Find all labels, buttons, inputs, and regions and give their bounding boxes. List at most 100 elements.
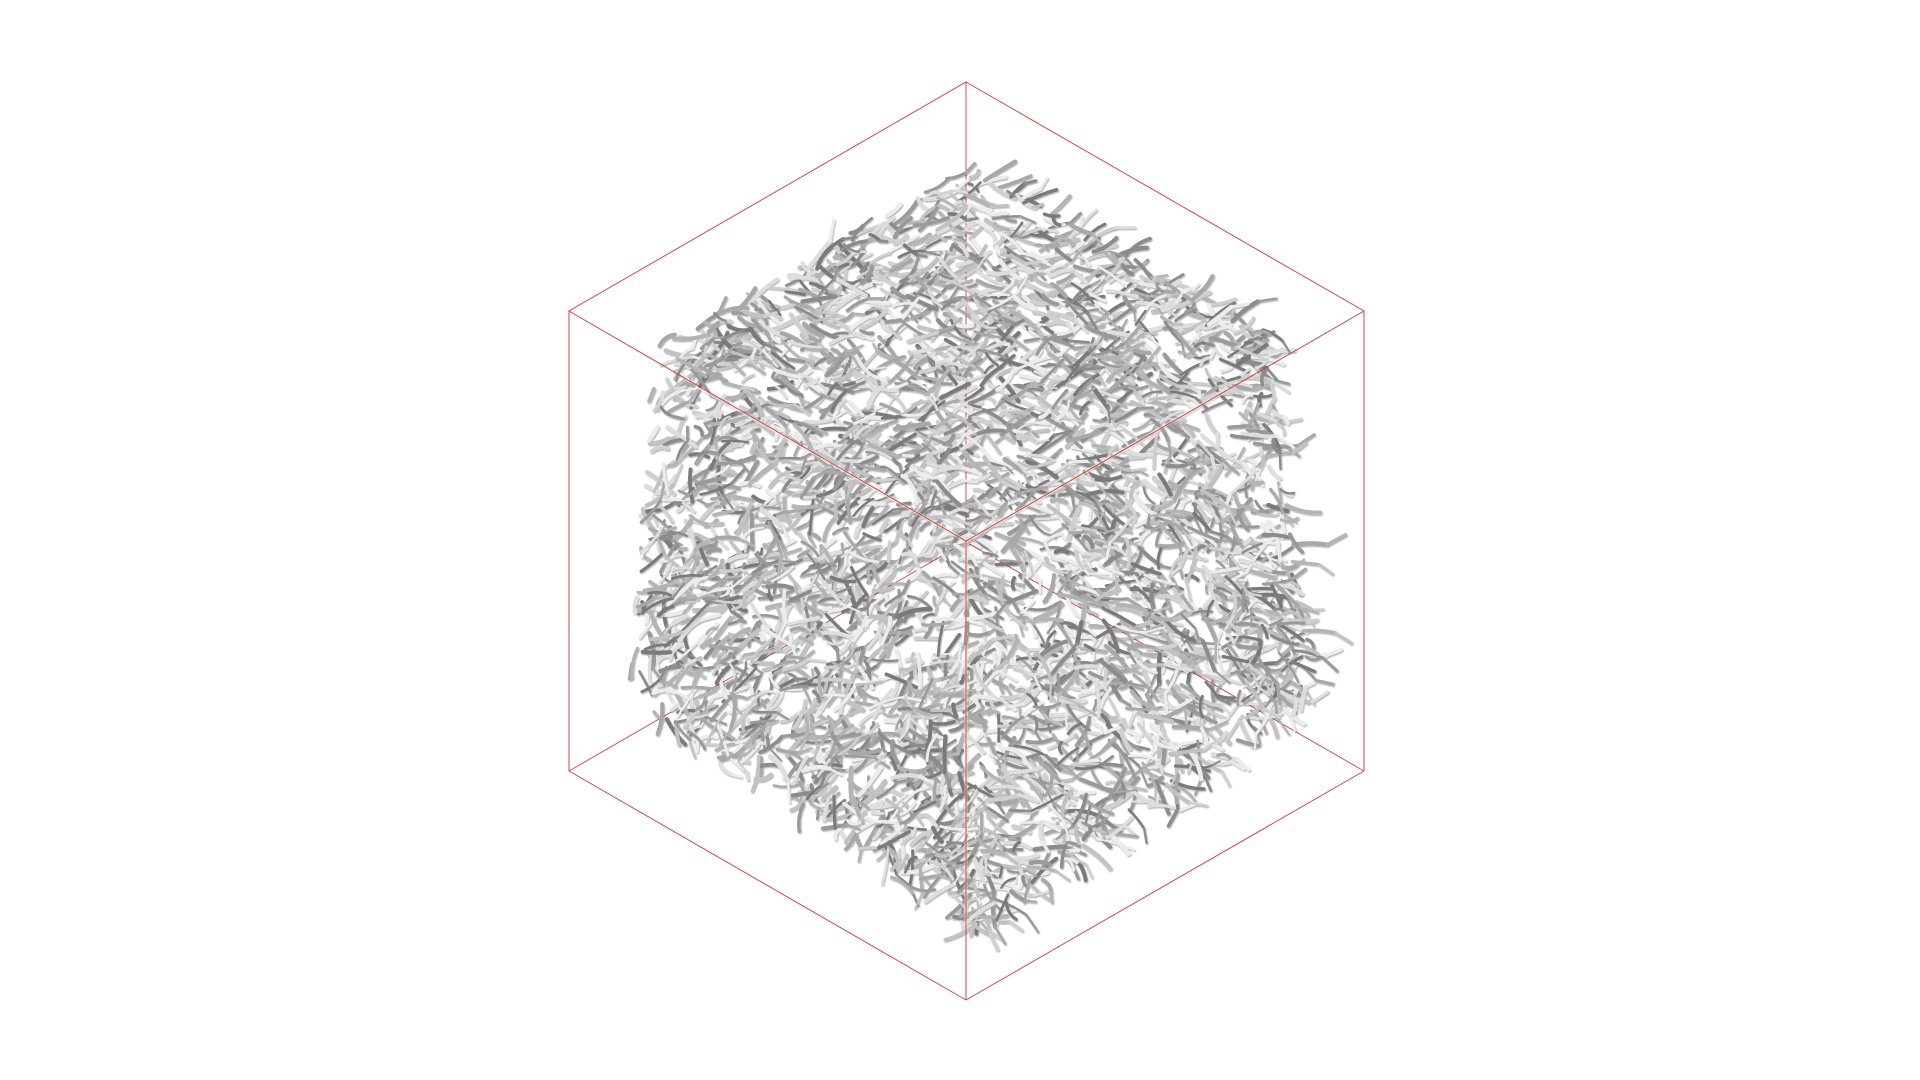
lattice-strand <box>639 498 662 524</box>
lattice-strand <box>930 542 968 548</box>
lattice-strand <box>1094 682 1101 719</box>
lattice-strand <box>1227 424 1257 429</box>
lattice-strand <box>676 693 694 718</box>
lattice-strand <box>1236 509 1250 532</box>
lattice-strand <box>1209 454 1217 470</box>
lattice-strand <box>918 873 942 881</box>
lattice-strand <box>765 285 800 292</box>
lattice-strand <box>962 208 994 232</box>
lattice-strand <box>749 719 776 725</box>
lattice-strand <box>647 631 657 671</box>
lattice-strand <box>670 414 685 421</box>
lattice-strand <box>884 797 904 813</box>
lattice-strand <box>1221 638 1243 650</box>
lattice-strand <box>691 668 703 690</box>
lattice-strand <box>1126 331 1147 345</box>
lattice-strand <box>931 719 956 726</box>
lattice-strand <box>1296 433 1316 447</box>
lattice-strand <box>761 625 796 649</box>
lattice-strand <box>1248 480 1265 486</box>
lattice-strand <box>712 509 735 517</box>
lattice-strand <box>1258 512 1277 517</box>
lattice-strand <box>971 664 993 697</box>
lattice-strand <box>985 872 997 894</box>
lattice-strand <box>1070 349 1092 370</box>
lattice-strand <box>1289 567 1307 582</box>
lattice-strand <box>1165 462 1191 469</box>
lattice-strand <box>949 846 960 855</box>
lattice-strand <box>832 462 851 492</box>
lattice-strand <box>941 433 956 446</box>
lattice-strand <box>943 329 980 346</box>
lattice-strand <box>733 494 755 502</box>
lattice-strand <box>1236 374 1275 384</box>
lattice-strand <box>1196 505 1209 523</box>
lattice-strand <box>1028 453 1056 462</box>
lattice-strand <box>811 689 822 704</box>
lattice-strand <box>1106 528 1118 533</box>
lattice-strand <box>1018 879 1024 890</box>
lattice-strand <box>1009 273 1017 287</box>
lattice-strand <box>961 466 982 476</box>
lattice-strand <box>708 558 725 580</box>
lattice-strand <box>697 688 717 699</box>
lattice-strand <box>1101 606 1136 627</box>
lattice-strand <box>843 266 848 280</box>
lattice-strand <box>1083 643 1096 652</box>
lattice-strand <box>1014 485 1048 496</box>
lattice-strand <box>752 526 764 531</box>
lattice-strand <box>1204 680 1220 700</box>
lattice-strand <box>1070 762 1100 766</box>
lattice-strand <box>1005 735 1017 756</box>
lattice-strand <box>1242 693 1258 705</box>
lattice-strand <box>926 435 933 446</box>
lattice-strand <box>940 673 957 682</box>
lattice-strand <box>1102 504 1131 530</box>
lattice-strand <box>1249 638 1263 667</box>
lattice-strand <box>725 390 746 401</box>
lattice-strand <box>976 647 996 660</box>
lattice-strand <box>1031 433 1056 456</box>
lattice-strand <box>793 431 813 457</box>
lattice-strand <box>1023 179 1038 186</box>
lattice-strand <box>1280 562 1292 582</box>
lattice-strand <box>696 586 734 598</box>
lattice-strand <box>1240 337 1269 352</box>
lattice-strand <box>908 507 919 523</box>
lattice-strand <box>705 547 722 555</box>
lattice-strand <box>1100 464 1130 478</box>
lattice-strand <box>1128 761 1156 783</box>
lattice-strand <box>1093 500 1103 514</box>
lattice-strand <box>1053 787 1076 807</box>
lattice-strand <box>685 724 697 759</box>
lattice-strand <box>839 573 850 582</box>
lattice-strand <box>1162 352 1184 376</box>
lattice-strand <box>1016 275 1029 294</box>
lattice-strand <box>906 330 940 344</box>
lattice-strand <box>1017 461 1041 468</box>
lattice-strand <box>885 391 896 400</box>
lattice-strand <box>1138 517 1174 537</box>
lattice-strand <box>1038 358 1065 386</box>
lattice-strand <box>1193 644 1225 649</box>
lattice-strand <box>884 441 898 452</box>
lattice-strand <box>823 500 850 518</box>
lattice-strand <box>957 282 978 290</box>
lattice-strand <box>859 261 870 274</box>
lattice-strand <box>982 159 1018 183</box>
lattice-strand <box>813 355 829 368</box>
lattice-strand <box>1260 368 1268 387</box>
lattice-strand <box>972 296 994 323</box>
lattice-strand <box>840 545 854 559</box>
lattice-strand <box>884 565 898 584</box>
lattice-strand <box>745 693 758 700</box>
lattice-strand <box>749 602 771 630</box>
lattice-strand <box>871 508 895 526</box>
lattice-strand <box>892 216 913 240</box>
lattice-strand <box>931 690 946 706</box>
lattice-strand <box>1105 401 1128 409</box>
lattice-strand <box>954 189 969 194</box>
lattice-strand <box>663 680 678 689</box>
lattice-strand <box>1233 345 1269 362</box>
